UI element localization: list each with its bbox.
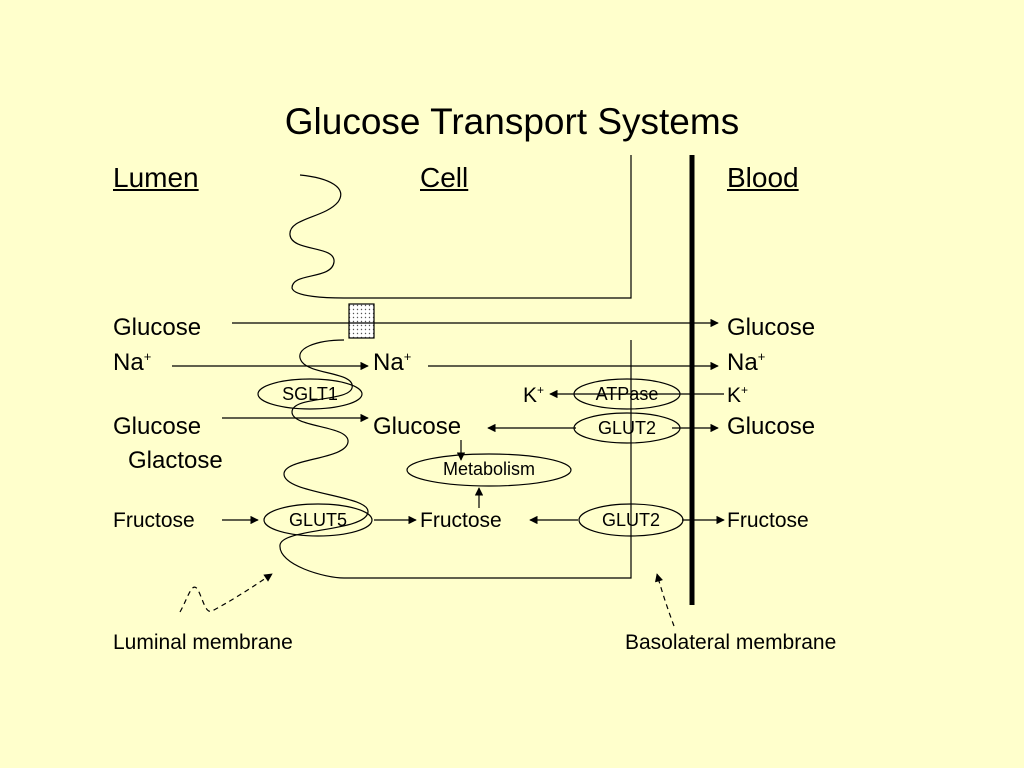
lumen-fructose: Fructose — [113, 509, 195, 532]
lumen-galactose: Glactose — [128, 447, 223, 474]
basolateral-membrane-label: Basolateral membrane — [625, 631, 837, 654]
lumen-header: Lumen — [113, 162, 199, 193]
cell-outline-lower — [344, 340, 632, 579]
glut2-glucose-ellipse — [573, 412, 681, 444]
luminal-membrane-label: Luminal membrane — [113, 631, 293, 654]
glut5-label: GLUT5 — [288, 510, 348, 530]
glut2-fructose-ellipse — [578, 503, 684, 537]
glut2-glucose-label: GLUT2 — [597, 418, 657, 438]
cell-na: Na+ — [373, 349, 412, 376]
atpase-label: ATPase — [595, 384, 659, 404]
luminal-pointer-dashed — [179, 573, 273, 613]
metabolism-ellipse — [406, 453, 572, 487]
cell-header: Cell — [420, 162, 469, 193]
metabolism-label: Metabolism — [442, 459, 536, 479]
sglt1-channel-box — [348, 303, 375, 339]
sglt1-label: SGLT1 — [282, 384, 338, 404]
cell-fructose: Fructose — [420, 509, 502, 532]
blood-na: Na+ — [727, 349, 766, 376]
blood-k: K+ — [727, 383, 749, 407]
sglt1-ellipse — [257, 378, 363, 410]
lumen-na: Na+ — [113, 349, 152, 376]
glut2-fructose-label: GLUT2 — [601, 510, 661, 530]
lumen-glucose-top: Glucose — [113, 314, 202, 341]
blood-glucose-bottom: Glucose — [727, 413, 816, 440]
luminal-membrane-upper — [289, 174, 345, 299]
cell-outline-upper — [344, 155, 632, 299]
cell-glucose: Glucose — [373, 413, 462, 440]
blood-header: Blood — [727, 162, 799, 193]
lumen-glucose-bottom: Glucose — [113, 413, 202, 440]
blood-glucose-top: Glucose — [727, 314, 816, 341]
blood-fructose: Fructose — [727, 509, 809, 532]
atpase-ellipse — [573, 378, 681, 410]
page-title: Glucose Transport Systems — [284, 101, 740, 142]
basolateral-pointer-dashed — [654, 573, 675, 627]
glut5-ellipse — [263, 503, 373, 537]
luminal-membrane-lower — [279, 339, 369, 579]
cell-k: K+ — [523, 383, 545, 407]
